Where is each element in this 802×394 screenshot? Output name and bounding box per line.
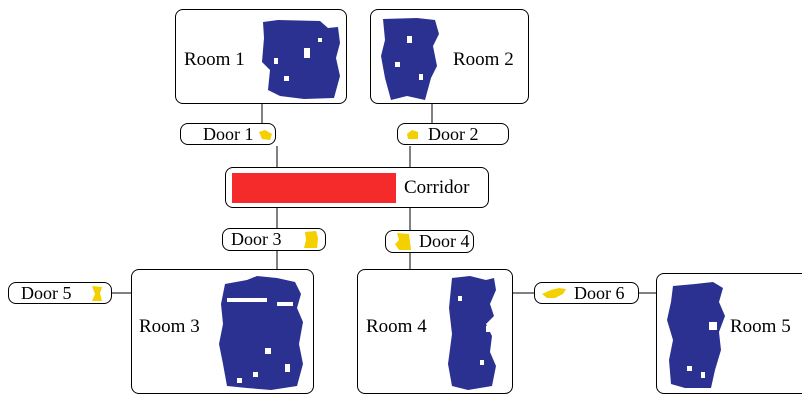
room-3-occupancy-map bbox=[219, 276, 303, 390]
room-2-label: Room 2 bbox=[453, 49, 514, 70]
room-3-label: Room 3 bbox=[139, 316, 200, 337]
door-3-label: Door 3 bbox=[231, 229, 282, 249]
room-4-occupancy-map bbox=[448, 276, 496, 390]
corridor-node[interactable]: Corridor bbox=[225, 167, 489, 208]
door-1-label: Door 1 bbox=[203, 124, 254, 144]
corridor-region bbox=[232, 173, 396, 203]
door-4-node[interactable]: Door 4 bbox=[385, 230, 474, 253]
door-5-shape bbox=[92, 286, 102, 301]
room-2-node[interactable]: Room 2 bbox=[370, 9, 529, 104]
door-6-label: Door 6 bbox=[574, 283, 625, 303]
door-1-shape bbox=[259, 130, 272, 140]
corridor-label: Corridor bbox=[404, 177, 470, 198]
room-5-occupancy-map bbox=[667, 282, 725, 388]
door-5-node[interactable]: Door 5 bbox=[8, 282, 112, 304]
door-5-label: Door 5 bbox=[21, 283, 72, 303]
room-3-node[interactable]: Room 3 bbox=[131, 269, 314, 394]
room-1-label: Room 1 bbox=[184, 49, 245, 70]
room-4-node[interactable]: Room 4 bbox=[357, 269, 513, 394]
door-2-node[interactable]: Door 2 bbox=[397, 123, 509, 145]
door-6-node[interactable]: Door 6 bbox=[534, 282, 639, 304]
room-4-label: Room 4 bbox=[366, 316, 427, 337]
door-2-label: Door 2 bbox=[428, 124, 479, 144]
door-3-shape bbox=[304, 231, 318, 248]
door-4-shape bbox=[395, 233, 411, 250]
room-5-label: Room 5 bbox=[730, 316, 791, 337]
door-6-shape bbox=[542, 288, 566, 298]
door-2-shape bbox=[407, 130, 418, 139]
room-1-node[interactable]: Room 1 bbox=[175, 9, 347, 104]
door-4-label: Door 4 bbox=[419, 231, 470, 251]
door-3-node[interactable]: Door 3 bbox=[222, 228, 326, 251]
room-5-node[interactable]: Room 5 bbox=[656, 273, 802, 394]
door-1-node[interactable]: Door 1 bbox=[180, 123, 276, 145]
room-2-occupancy-map bbox=[381, 18, 439, 100]
room-1-occupancy-map bbox=[262, 20, 340, 99]
